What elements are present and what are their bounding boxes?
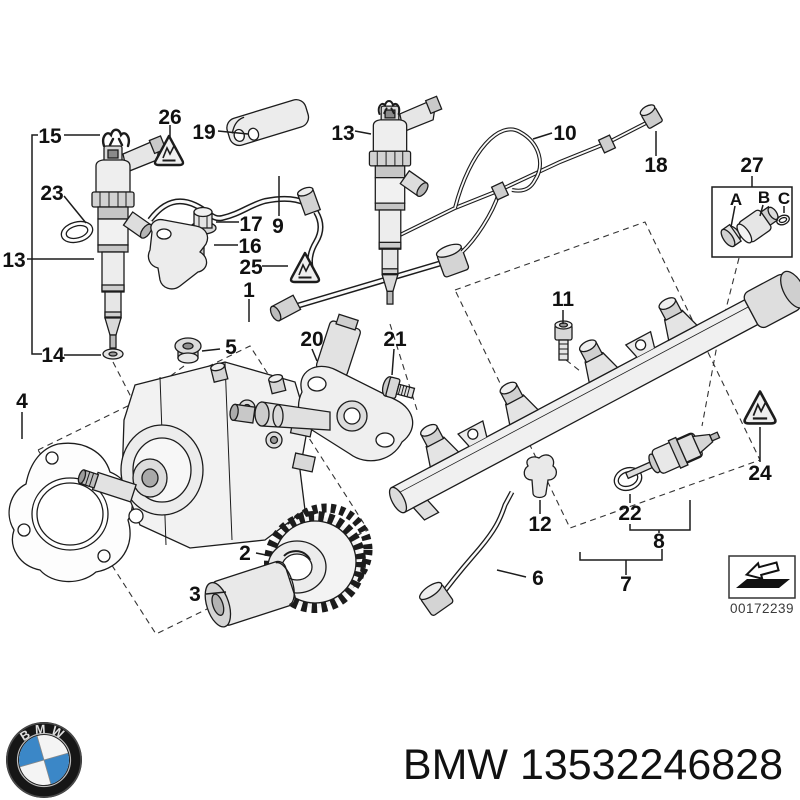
callout-11[interactable]: 11 <box>552 288 575 311</box>
callout-4[interactable]: 4 <box>16 390 28 413</box>
caution-triangle-25 <box>289 251 321 284</box>
callout-13-left[interactable]: 13 <box>2 249 25 272</box>
pipe-cover <box>226 98 310 147</box>
callout-letter-b[interactable]: B <box>758 188 770 207</box>
rail-pressure-sensor <box>624 431 721 480</box>
callout-9[interactable]: 9 <box>272 215 284 238</box>
callout-14[interactable]: 14 <box>41 344 65 367</box>
fuel-rail <box>388 270 800 521</box>
pump-sprocket <box>264 503 373 613</box>
callout-letter-a[interactable]: A <box>730 190 742 209</box>
callout-21[interactable]: 21 <box>383 328 407 351</box>
roller-sleeve <box>204 560 296 628</box>
callout-letter-c[interactable]: C <box>778 189 790 208</box>
regulator-screw <box>381 376 416 399</box>
injector-washer <box>102 348 124 360</box>
callout-22[interactable]: 22 <box>618 502 641 525</box>
image-code: 00172239 <box>730 601 794 616</box>
callout-20[interactable]: 20 <box>300 328 323 351</box>
caution-triangle-24 <box>743 390 777 425</box>
callout-18[interactable]: 18 <box>644 154 668 177</box>
callout-24[interactable]: 24 <box>748 462 772 485</box>
grommet <box>174 337 202 364</box>
direction-arrow-icon <box>744 561 780 581</box>
direction-arrow-box <box>728 555 796 599</box>
pressure-regulator <box>229 313 414 462</box>
callout-19[interactable]: 19 <box>192 121 215 144</box>
callout-10[interactable]: 10 <box>553 122 576 145</box>
arrow-shadow-bar <box>736 579 790 588</box>
callout-27[interactable]: 27 <box>740 154 763 177</box>
rail-clip <box>523 454 558 499</box>
callout-25[interactable]: 25 <box>239 256 263 279</box>
callout-15[interactable]: 15 <box>38 125 62 148</box>
callout-17[interactable]: 17 <box>239 213 262 236</box>
callout-7[interactable]: 7 <box>620 573 632 596</box>
callout-12[interactable]: 12 <box>528 513 551 536</box>
rail-bolt <box>554 320 573 361</box>
injector-clip <box>101 128 131 148</box>
injector-holddown-bracket <box>147 218 209 290</box>
line-end-fitting <box>639 104 663 129</box>
callout-1[interactable]: 1 <box>243 279 255 302</box>
callout-5[interactable]: 5 <box>225 336 237 359</box>
callout-13-right[interactable]: 13 <box>331 122 354 145</box>
callout-leader-lines <box>21 125 785 595</box>
injector-oring <box>60 220 94 244</box>
callout-23[interactable]: 23 <box>40 182 63 205</box>
callout-8[interactable]: 8 <box>653 530 665 553</box>
callout-16[interactable]: 16 <box>238 235 261 258</box>
detail-box-27 <box>711 186 793 258</box>
pump-gasket <box>8 442 133 583</box>
logo-quadrants <box>19 735 69 785</box>
callout-2[interactable]: 2 <box>239 542 251 565</box>
bmw-logo: BMW <box>6 722 82 798</box>
callout-26[interactable]: 26 <box>158 106 181 129</box>
callout-3[interactable]: 3 <box>189 583 201 606</box>
callout-6[interactable]: 6 <box>532 567 544 590</box>
injection-pipes <box>147 120 649 616</box>
part-number-text: BMW 13532246828 <box>402 741 783 789</box>
